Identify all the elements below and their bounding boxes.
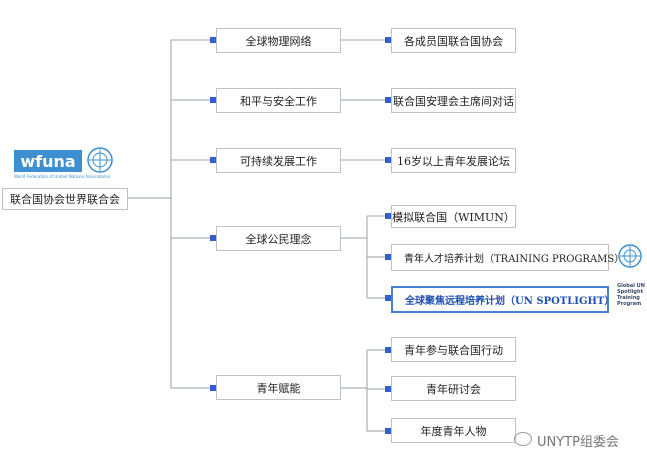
leaf-youth-action: 青年参与联合国行动 (391, 337, 516, 362)
wfuna-logo: wfuna World Federation of United Nations… (14, 145, 124, 181)
branch-global-citizen: 全球公民理念 (216, 226, 341, 251)
leaf-security-council-dialogue: 联合国安理会主席间对话 (391, 88, 516, 113)
leaf-youth-person-of-year: 年度青年人物 (391, 418, 516, 443)
marker-dot (385, 37, 391, 43)
root-node: 联合国协会世界联合会 (2, 188, 128, 210)
un-emblem-icon (87, 147, 113, 173)
branch-global-network: 全球物理网络 (216, 28, 341, 53)
wechat-icon (514, 432, 532, 446)
marker-dot (385, 213, 391, 219)
marker-dot (210, 235, 216, 241)
leaf-un-spotlight: 全球聚焦远程培养计划（UN SPOTLIGHT） (391, 286, 614, 313)
marker-dot (385, 428, 391, 434)
leaf-youth-seminar: 青年研讨会 (391, 376, 516, 401)
spotlight-logo-caption: Global UN Spotlight Training Program (617, 283, 645, 307)
watermark-text: UNYTP组委会 (537, 435, 619, 450)
marker-dot (385, 97, 391, 103)
marker-dot (385, 157, 391, 163)
marker-dot (385, 386, 391, 392)
wfuna-logo-wordmark: wfuna (14, 150, 82, 172)
marker-dot (385, 254, 391, 260)
branch-youth-empowerment: 青年赋能 (216, 375, 341, 400)
leaf-training-programs: 青年人才培养计划（TRAINING PROGRAMS） (391, 244, 624, 271)
branch-sustainable-dev: 可持续发展工作 (216, 148, 341, 173)
leaf-member-associations: 各成员国联合国协会 (391, 28, 516, 53)
leaf-youth-forum: 16岁以上青年发展论坛 (391, 148, 516, 173)
leaf-wimun: 模拟联合国（WIMUN） (391, 205, 516, 228)
wfuna-logo-subtitle: World Federation of United Nations Assoc… (14, 174, 111, 179)
un-emblem-small-icon (618, 244, 642, 268)
marker-dot (210, 97, 216, 103)
marker-dot (385, 295, 391, 301)
marker-dot (385, 347, 391, 353)
branch-peace-security: 和平与安全工作 (216, 88, 341, 113)
marker-dot (210, 37, 216, 43)
marker-dot (210, 385, 216, 391)
marker-dot (210, 157, 216, 163)
